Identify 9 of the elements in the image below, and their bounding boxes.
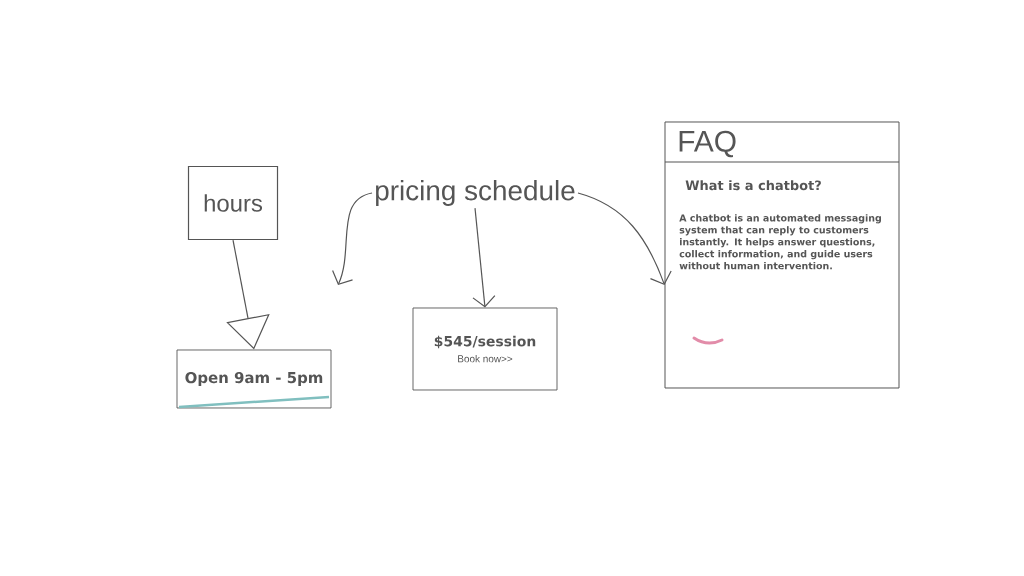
arrow <box>577 192 672 285</box>
faq-card: FAQ What is a chatbot? A chatbot is an automated messaging system that can reply to customers instantly. It helps answer questions, collect information, and guide users without human intervention. <box>664 121 900 389</box>
arrow <box>472 207 496 308</box>
hours-box: Open 9am - 5pm <box>176 349 332 409</box>
arrow <box>332 192 373 285</box>
price-box: $545/session Book now>> <box>412 307 558 391</box>
arrow <box>226 239 270 350</box>
label-box: hours <box>187 165 279 241</box>
heading-text: pricing schedule <box>376 180 575 206</box>
